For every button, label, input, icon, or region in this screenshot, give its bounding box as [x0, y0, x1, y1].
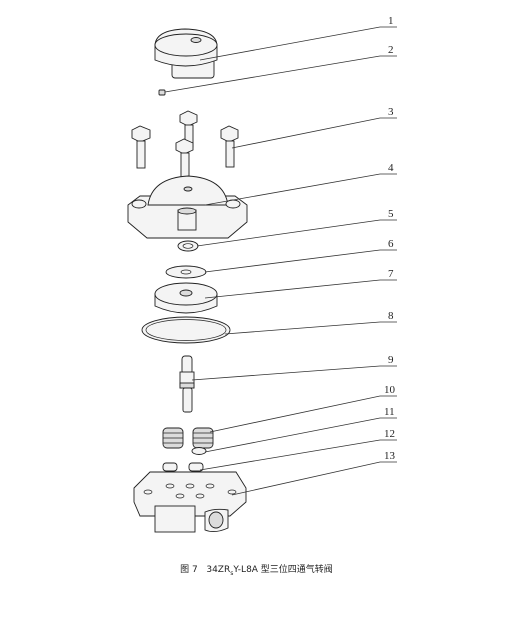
caption-model-sub: s: [230, 569, 234, 577]
part-4-body-cover: [127, 175, 248, 239]
caption-model-a: 34ZR: [206, 565, 231, 575]
part-1-knob-cap: [154, 28, 218, 79]
part-10-springs: [162, 427, 214, 449]
callout-2: 2: [388, 44, 394, 56]
part-6-washer: [165, 265, 207, 279]
figure-caption: 图 7 34ZRsY-L8A 型三位四通气转阀: [0, 562, 513, 577]
callout-6: 6: [388, 238, 394, 250]
callout-4: 4: [388, 162, 394, 174]
part-2-set-screw: [158, 89, 166, 96]
part-11-seal: [191, 447, 207, 455]
callout-8: 8: [388, 310, 394, 322]
part-13-base-block: [133, 471, 247, 533]
leader-lines: [164, 26, 397, 496]
callout-numbers: 1 2 3 4 5 6 7 8 9 10 11 12 13: [384, 15, 396, 462]
callout-12: 12: [384, 428, 395, 440]
callout-11: 11: [384, 406, 395, 418]
callout-7: 7: [388, 268, 394, 280]
callout-5: 5: [388, 208, 394, 220]
part-7-rotor-disc: [154, 282, 218, 314]
callout-13: 13: [384, 450, 396, 462]
callout-1: 1: [388, 15, 394, 27]
part-5-small-ring: [177, 240, 199, 252]
callout-10: 10: [384, 384, 396, 396]
caption-model-b: Y-L8A 型三位四通气转阀: [233, 565, 333, 575]
part-8-o-ring: [141, 316, 231, 344]
part-9-valve-stem: [179, 355, 195, 413]
callout-9: 9: [388, 354, 394, 366]
part-3-bolts: [131, 110, 239, 182]
caption-prefix: 图 7: [180, 565, 198, 575]
callout-3: 3: [388, 106, 394, 118]
